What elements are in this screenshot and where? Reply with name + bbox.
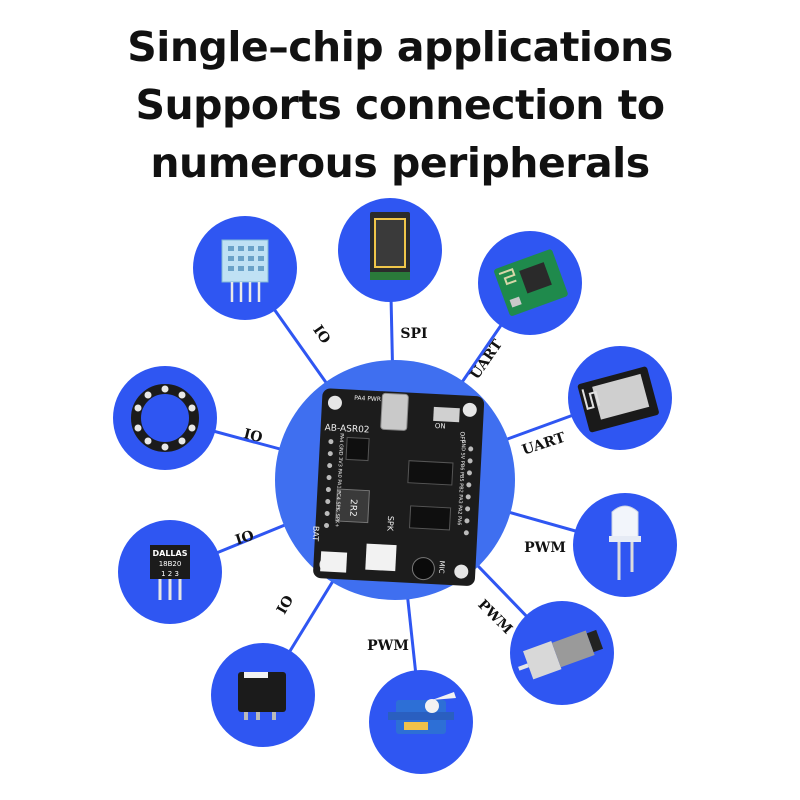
chip-label: 2R2 xyxy=(347,499,358,517)
circle-led-ring xyxy=(113,366,217,470)
title-line-2: Supports connection to xyxy=(135,81,665,129)
ds18b20-sensor-icon: DALLAS 18B20 1 2 3 xyxy=(150,545,190,600)
pin-header-left-icon xyxy=(327,451,333,457)
ic-chip-icon xyxy=(345,436,370,462)
switch-on-label: ON xyxy=(435,422,446,431)
temperature-humidity-sensor-icon xyxy=(221,239,269,302)
pin-header-right-icon xyxy=(466,470,472,476)
tft-display-icon xyxy=(370,212,410,280)
pin-header-right-icon xyxy=(466,482,472,488)
mount-hole xyxy=(454,564,469,579)
ic-chip-icon xyxy=(408,505,452,531)
pin-header-right-icon xyxy=(463,530,469,536)
bluetooth-module-icon xyxy=(494,249,568,316)
ic-chip-icon xyxy=(407,460,454,486)
mount-hole xyxy=(327,395,342,410)
pin-header-right-icon xyxy=(464,518,470,524)
hub-board: 2R2 PA4 PWR AB-ASR02 ON xyxy=(275,360,515,600)
pin-header-right-icon xyxy=(465,494,471,500)
switch-off-label: OFF xyxy=(458,431,466,444)
right-pin-labels: GND 5V PB6 PB5 PB2 PA3 PA2 PA6 xyxy=(456,439,466,525)
link-label-dht11: IO xyxy=(309,322,333,347)
servo-motor-icon xyxy=(388,692,456,734)
pin-header-left-icon xyxy=(325,487,331,493)
board-name-label: AB-ASR02 xyxy=(324,423,369,435)
battery-connector-icon xyxy=(320,551,348,573)
pin-header-left-icon xyxy=(324,522,330,528)
mic-label: MIC xyxy=(437,560,446,574)
mount-hole xyxy=(462,402,477,417)
speaker-connector-icon xyxy=(365,543,397,572)
left-pin-labels: PA4 GND 3V3 PA0 PA1 PC4 SPK- SPK+ xyxy=(333,433,344,528)
inductor-2r2-icon xyxy=(335,488,370,524)
pin-header-left-icon xyxy=(325,499,331,505)
link-label-led-ring: IO xyxy=(242,426,264,446)
circle-led xyxy=(573,493,677,597)
link-label-relay: IO xyxy=(274,593,297,617)
led-icon xyxy=(609,505,641,580)
ds18b20-pins-text: 1 2 3 xyxy=(161,570,179,578)
rgb-led-ring-icon xyxy=(131,384,199,452)
usb-c-port-icon xyxy=(380,392,409,431)
pin-header-left-icon xyxy=(324,510,330,516)
link-label-ds18b20: IO xyxy=(233,528,256,549)
title-line-3: numerous peripherals xyxy=(150,139,650,187)
link-label-servo: PWM xyxy=(367,638,409,654)
relay-icon xyxy=(238,672,286,720)
ds18b20-model-text: 18B20 xyxy=(159,560,182,568)
link-label-tft-display: SPI xyxy=(400,326,427,342)
esp-wifi-module-icon xyxy=(577,366,659,433)
microphone-icon xyxy=(411,557,435,581)
bat-label: BAT xyxy=(311,526,321,542)
spk-label: SPK xyxy=(385,516,395,532)
dc-gear-motor-icon xyxy=(518,629,604,680)
pin-header-left-icon xyxy=(326,475,332,481)
pin-header-right-icon xyxy=(468,446,474,452)
title-line-1: Single–chip applications xyxy=(127,23,673,71)
pin-header-right-icon xyxy=(465,506,471,512)
link-label-led: PWM xyxy=(524,540,566,556)
ds18b20-brand-text: DALLAS xyxy=(153,549,188,558)
page-title: Single–chip applications Supports connec… xyxy=(0,18,800,192)
pa4-pwr-label: PA4 PWR xyxy=(354,395,381,403)
link-label-dc-motor: PWM xyxy=(474,597,515,638)
pin-header-left-icon xyxy=(327,463,333,469)
power-switch-icon xyxy=(433,406,460,423)
link-label-wifi-module: UART xyxy=(520,430,568,459)
pin-header-left-icon xyxy=(328,439,334,445)
pin-header-right-icon xyxy=(467,458,473,464)
